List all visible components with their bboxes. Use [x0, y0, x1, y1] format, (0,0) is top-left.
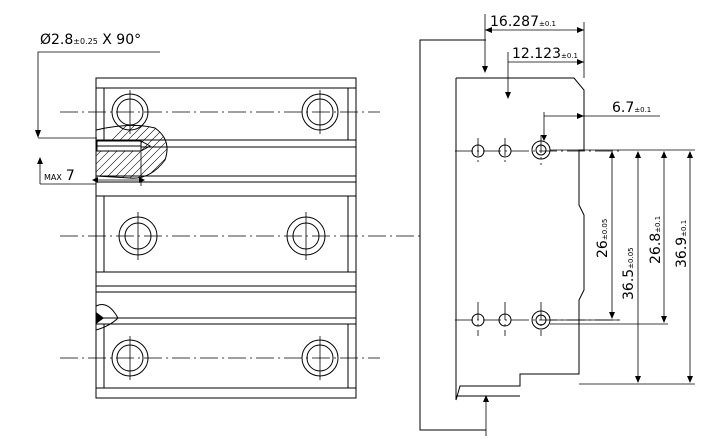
dim-67-label: 6.7±0.1 — [612, 100, 651, 116]
dim-268-label: 26.8±0.1 — [648, 216, 664, 264]
back-plate — [419, 39, 486, 431]
left-view — [60, 77, 420, 399]
vertical-dimension-arrows — [609, 151, 693, 383]
profile-holes-top — [471, 140, 551, 160]
center-lines-right — [455, 135, 620, 336]
hole-spec-label: Ø2.8±0.25 X 90° — [40, 32, 141, 48]
max-depth-dimension — [37, 152, 145, 186]
right-view — [419, 14, 695, 436]
hole-spec-leader — [35, 51, 160, 139]
center-lines-left — [60, 111, 420, 359]
extension-lines-right — [550, 149, 695, 385]
rail-edges — [96, 87, 356, 389]
bottom-leader — [483, 395, 489, 436]
dim-365-label: 36.5±0.05 — [621, 247, 637, 300]
dim-26-label: 26±0.05 — [595, 219, 611, 258]
dim-12123-label: 12.123±0.1 — [512, 46, 578, 62]
dim-16287-label: 16.287±0.1 — [490, 14, 556, 30]
block-outline — [95, 77, 357, 399]
section-hatch — [95, 124, 168, 179]
horizontal-dimensions — [482, 14, 660, 141]
dim-369-label: 36.9±0.1 — [674, 220, 690, 268]
vertical-dimensions — [611, 152, 691, 382]
lower-section-marker — [95, 304, 119, 331]
profile-outline — [455, 77, 585, 401]
